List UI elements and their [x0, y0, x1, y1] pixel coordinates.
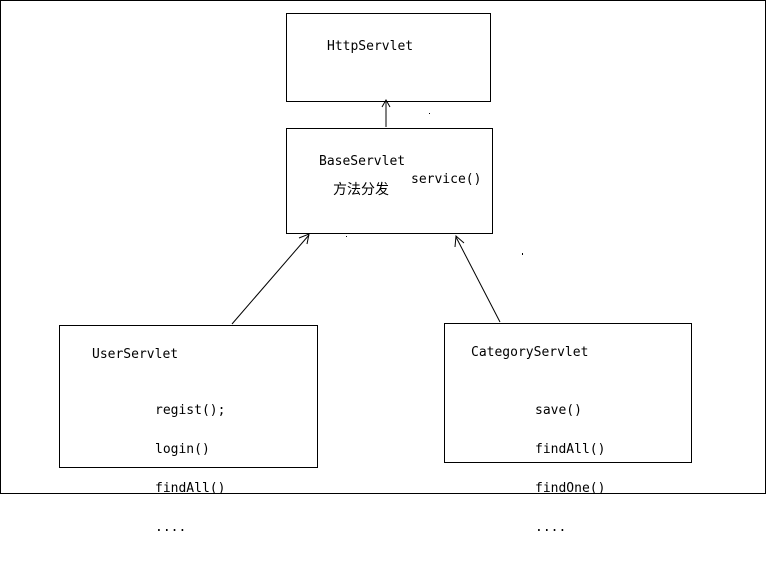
- inherit-arrow-user-to-base: [231, 233, 310, 325]
- user-servlet-method: findAll(): [155, 481, 226, 496]
- diagram-canvas: HttpServlet BaseServlet 方法分发 service() U…: [0, 0, 766, 534]
- http-servlet-label: HttpServlet: [327, 39, 414, 54]
- method-dispatch-note: 方法分发: [333, 182, 389, 198]
- user-servlet-method: login(): [155, 442, 210, 457]
- category-servlet-method: ....: [535, 520, 567, 535]
- speck: [346, 236, 347, 237]
- inherit-arrow-category-to-base: [454, 234, 501, 323]
- connector-layer: [231, 98, 523, 325]
- category-servlet-box: CategoryServlet save() findAll() findOne…: [444, 323, 692, 534]
- user-servlet-methods: regist(); login() findAll() ....: [155, 378, 225, 560]
- user-servlet-method: ....: [155, 520, 187, 535]
- base-servlet-label: BaseServlet: [319, 154, 406, 169]
- base-servlet-box: BaseServlet 方法分发 service(): [286, 128, 493, 234]
- user-servlet-box: UserServlet regist(); login() findAll() …: [59, 325, 318, 534]
- inherit-arrow-base-to-http: [381, 98, 391, 127]
- category-servlet-method: findAll(): [535, 442, 606, 457]
- speck: [522, 253, 523, 255]
- category-servlet-label: CategoryServlet: [471, 345, 589, 360]
- category-servlet-method: save(): [535, 403, 582, 418]
- service-method-label: service(): [411, 172, 482, 187]
- category-servlet-method: findOne(): [535, 481, 606, 496]
- user-servlet-label: UserServlet: [92, 347, 179, 362]
- http-servlet-box: HttpServlet: [286, 13, 491, 102]
- user-servlet-method: regist();: [155, 403, 226, 418]
- speck: [429, 113, 430, 114]
